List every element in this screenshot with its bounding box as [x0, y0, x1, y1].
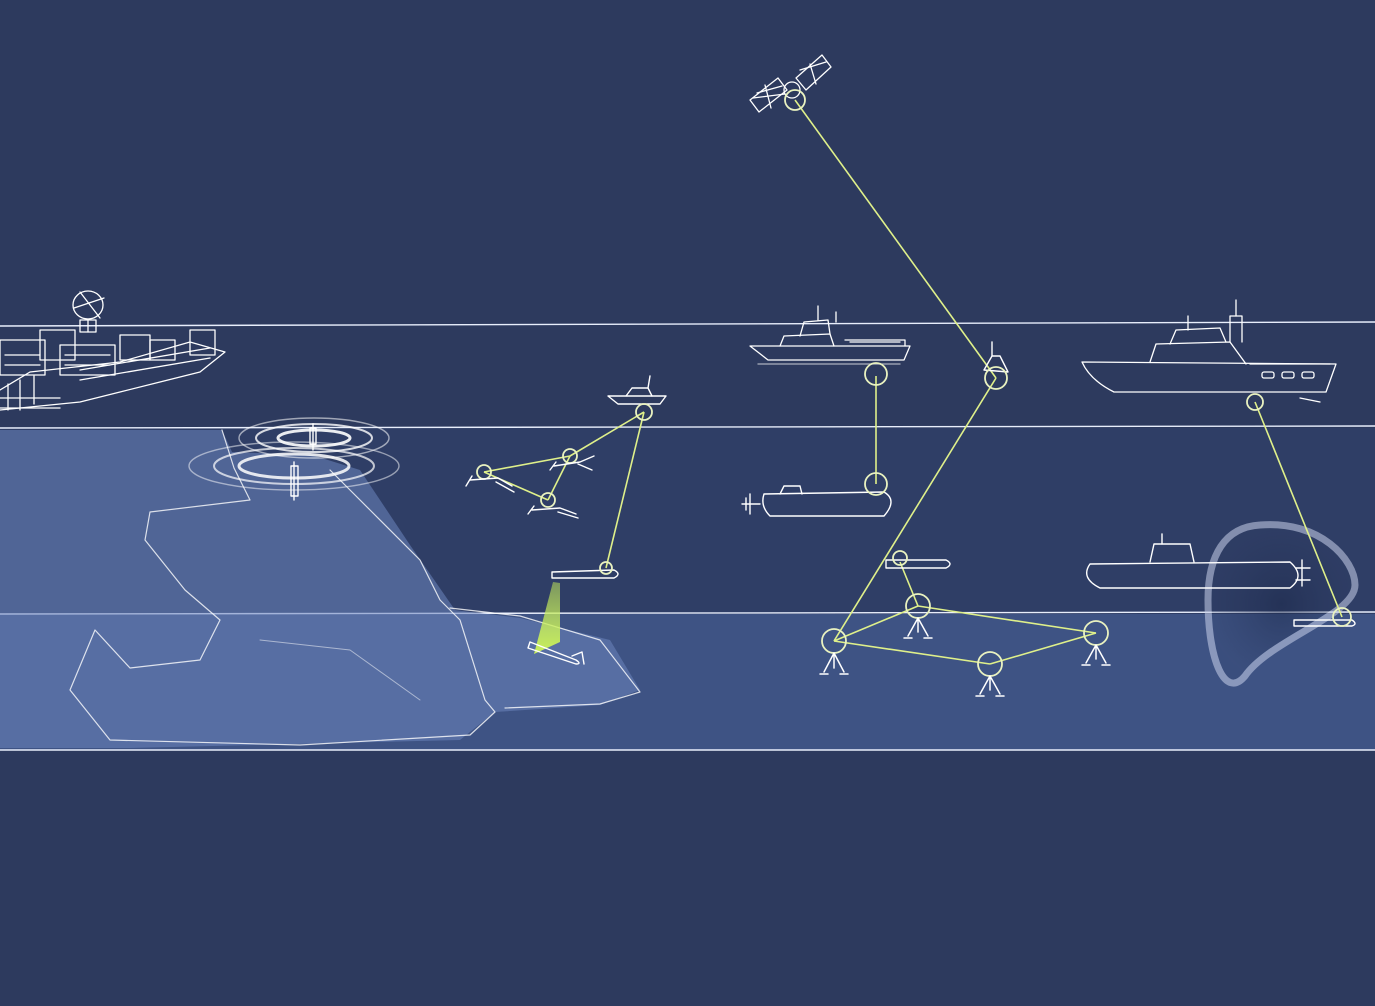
sea-surface-line — [0, 321, 1375, 327]
link-frigate-auv — [1254, 401, 1343, 618]
shore-station-icon — [0, 290, 226, 411]
diver-2-icon — [465, 464, 515, 493]
link-node1-node2 — [833, 605, 919, 642]
sonar-beam — [534, 582, 560, 654]
link-diver1-diver2 — [483, 455, 571, 473]
submarine-large-icon — [1086, 533, 1311, 589]
link-buoy-node1 — [833, 377, 997, 642]
auv-right-icon — [1293, 607, 1356, 627]
link-node2-node4 — [917, 605, 1097, 634]
auv-seabed-icon — [527, 641, 585, 665]
link-node3-node4 — [989, 632, 1097, 665]
seabed-node-1-icon — [819, 628, 849, 675]
link-usv-auv — [605, 411, 645, 569]
submarine-small-icon — [741, 472, 892, 517]
diver-3-icon — [527, 492, 579, 519]
link-auv-node2 — [899, 561, 919, 607]
surface-buoy-icon — [983, 341, 1009, 390]
link-node1-node3 — [833, 640, 991, 665]
seafloor-terrain — [0, 429, 641, 748]
seabed-node-4-icon — [1081, 620, 1111, 666]
patrol-ship-icon — [749, 305, 911, 386]
seafloor-buoy-beacon-icon — [290, 423, 317, 501]
water-top-line — [0, 425, 1375, 429]
link-usv-diver — [569, 411, 645, 457]
communication-links — [483, 99, 1343, 665]
link-diver2-diver3 — [483, 471, 549, 501]
seabed-node-2-icon — [903, 593, 933, 639]
satellite-icon — [749, 54, 832, 113]
sonar-detection-zone — [1204, 521, 1359, 687]
seabed-node-3-icon — [975, 651, 1005, 697]
link-diver3-diver1 — [547, 455, 571, 501]
auv-sonar-icon — [551, 561, 619, 579]
diver-1-icon — [549, 448, 595, 471]
auv-midwater-icon — [885, 550, 951, 569]
link-satellite-buoy — [794, 99, 997, 379]
frigate-icon — [1081, 299, 1337, 411]
usv-small-icon — [607, 375, 667, 421]
